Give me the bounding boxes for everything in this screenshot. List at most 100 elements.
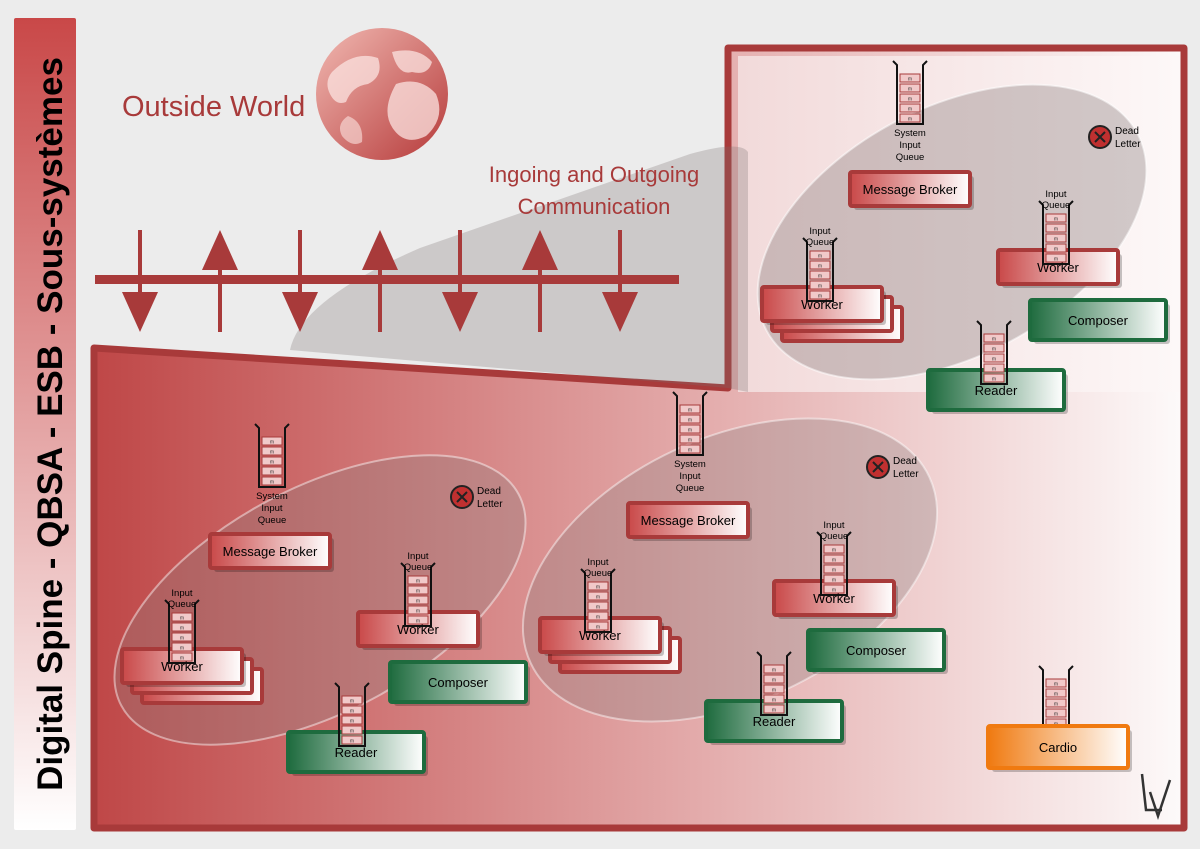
side-title-band (14, 18, 76, 830)
input-queue-caption: Input (587, 557, 608, 568)
queue-item-label: m (992, 357, 996, 363)
composer-box-label: Composer (428, 675, 489, 690)
dead-letter-label: Letter (477, 499, 503, 510)
queue-item-label: m (180, 626, 184, 632)
queue-item (1045, 243, 1067, 253)
worker-box: Worker (356, 610, 482, 650)
bus-arrows (122, 230, 638, 332)
queue-item (823, 554, 845, 564)
queue-item-label: m (1054, 682, 1058, 688)
queue-item (341, 705, 363, 715)
queue-caption: System (674, 459, 706, 470)
queue-item (261, 456, 283, 466)
composer-box: Composer (806, 628, 948, 674)
queue-item-label: m (350, 709, 354, 715)
queue-item-label: m (818, 294, 822, 300)
queue-item-label: m (416, 609, 420, 615)
queue-item-label: m (596, 595, 600, 601)
queue-item-label: m (1054, 237, 1058, 243)
queue-item-label: m (992, 367, 996, 373)
queue-item (1045, 678, 1067, 688)
queue-caption: Queue (896, 152, 925, 163)
queue-item-label: m (1054, 217, 1058, 223)
queue-item-label: m (992, 377, 996, 383)
composer-box: Composer (388, 660, 530, 706)
queue-item (407, 585, 429, 595)
queue-caption: Input (261, 503, 282, 514)
queue-caption: Input (679, 471, 700, 482)
queue-item (983, 373, 1005, 383)
cardio-box-label: Cardio (1039, 740, 1077, 755)
queue-item-label: m (688, 438, 692, 444)
arrow-down-icon (602, 230, 638, 332)
queue-item (983, 363, 1005, 373)
queue-item (809, 250, 831, 260)
queue-item (679, 434, 701, 444)
cardio-box: Cardio (986, 724, 1132, 772)
queue-item (1045, 688, 1067, 698)
queue-item-label: m (818, 284, 822, 290)
queue-item (809, 290, 831, 300)
input-queue-caption: Queue (584, 568, 613, 579)
queue-item (261, 476, 283, 486)
arrow-down-icon (442, 230, 478, 332)
queue-item-label: m (1054, 227, 1058, 233)
dead-letter-label: Dead (1115, 126, 1139, 137)
queue-item (407, 605, 429, 615)
input-queue-caption: Input (1045, 189, 1066, 200)
queue-item (587, 621, 609, 631)
reader-box-label: Reader (975, 383, 1018, 398)
queue-item (407, 575, 429, 585)
queue-container (164, 599, 200, 664)
queue-item-label: m (688, 448, 692, 454)
queue-item (171, 622, 193, 632)
queue-item-label: m (1054, 712, 1058, 718)
queue-item-label: m (596, 615, 600, 621)
queue-item (171, 632, 193, 642)
queue-item-label: m (772, 688, 776, 694)
queue-item-label: m (270, 470, 274, 476)
queue-container (892, 60, 928, 125)
message-broker-box: Message Broker (208, 532, 334, 572)
arrow-up-icon (202, 230, 238, 332)
queue-item (261, 436, 283, 446)
queue-item-label: m (772, 708, 776, 714)
queue-item (809, 280, 831, 290)
worker-box: Worker (120, 647, 246, 687)
reader-box: Reader (704, 699, 846, 745)
reader-box-label: Reader (335, 745, 378, 760)
input-queue-caption: Queue (806, 237, 835, 248)
queue-item (763, 684, 785, 694)
queue-item (823, 574, 845, 584)
queue-item (1045, 213, 1067, 223)
message-broker-box: Message Broker (626, 501, 752, 541)
queue-caption: Queue (676, 483, 705, 494)
queue-item-label: m (688, 408, 692, 414)
queue-item (763, 674, 785, 684)
queue-caption: Queue (258, 515, 287, 526)
queue-item-label: m (416, 619, 420, 625)
queue-item (587, 591, 609, 601)
queue-item (587, 611, 609, 621)
queue-item-label: m (818, 254, 822, 260)
queue-item-label: m (350, 699, 354, 705)
message-broker-box-label: Message Broker (863, 182, 958, 197)
queue-item (809, 260, 831, 270)
queue-item-label: m (688, 418, 692, 424)
dead-letter-label: Dead (893, 456, 917, 467)
queue-item (899, 73, 921, 83)
queue-item (407, 615, 429, 625)
queue-item-label: m (596, 625, 600, 631)
input-queue-caption: Input (823, 520, 844, 531)
queue-item (341, 735, 363, 745)
composer-box: Composer (1028, 298, 1170, 344)
queue-item (983, 333, 1005, 343)
queue-item-label: m (416, 589, 420, 595)
